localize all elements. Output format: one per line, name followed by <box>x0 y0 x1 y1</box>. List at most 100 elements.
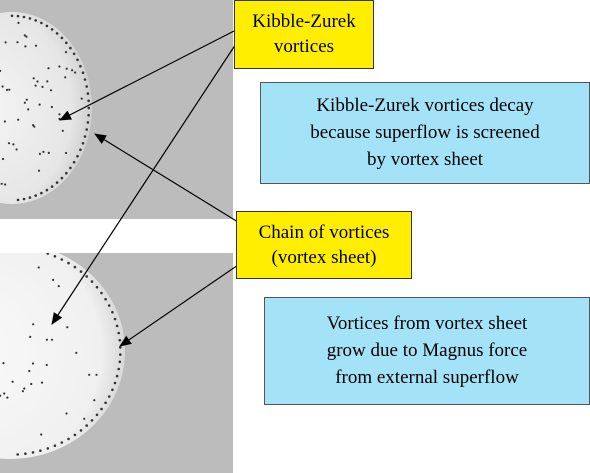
vortex-dot <box>90 419 94 422</box>
vortex-dot <box>4 41 7 44</box>
vortex-dot <box>119 346 122 349</box>
kibble-zurek-label-line-1: Kibble-Zurek <box>252 11 356 32</box>
vortex-dot <box>36 80 39 83</box>
vortex-dot <box>4 183 7 186</box>
vortex-dot <box>38 103 41 106</box>
vortex-dot <box>12 143 15 146</box>
vortex-dot <box>65 67 68 70</box>
vortex-dot <box>66 326 69 329</box>
vortex-dot <box>40 381 44 384</box>
vortex-dot <box>22 197 26 201</box>
vortex-dot <box>29 335 32 338</box>
vortex-dot <box>50 105 54 109</box>
vortex-dot <box>42 150 45 153</box>
vortex-dot <box>60 258 64 261</box>
vortex-dot <box>95 413 99 417</box>
vortex-dot <box>64 51 68 54</box>
vortex-dot <box>83 417 86 420</box>
vortex-dot <box>1 85 4 88</box>
vortex-dot <box>85 275 88 278</box>
vortex-dot <box>76 58 79 62</box>
vortex-dot <box>34 44 38 47</box>
vortex-dot <box>65 41 68 45</box>
vortex-dot <box>40 433 43 436</box>
vortex-dot <box>87 113 90 117</box>
vortex-dot <box>11 380 14 383</box>
vortex-dot <box>100 407 103 411</box>
vortex-dot <box>16 14 20 18</box>
vortex-dot <box>79 270 83 273</box>
vortex-dot <box>41 85 44 88</box>
vortex-dot <box>65 171 68 175</box>
vortex-dot <box>8 88 11 91</box>
vortex-dot <box>46 253 50 255</box>
vortex-dot <box>88 373 91 376</box>
vortex-dot <box>69 166 72 170</box>
vortex-dot <box>3 120 6 123</box>
vortex-dot <box>64 76 67 79</box>
vortex-dot <box>95 285 99 289</box>
vortex-dot <box>45 24 49 28</box>
vortex-dot <box>72 160 76 164</box>
vortex-dot <box>58 65 61 68</box>
vortex-dot <box>15 148 18 151</box>
vortex-dot <box>85 128 88 131</box>
vortex-dot <box>46 80 49 83</box>
vortex-dot <box>76 154 79 158</box>
vortex-dot <box>34 19 37 22</box>
vortex-dot <box>100 291 103 295</box>
decay-note-line-3: by vortex sheet <box>366 149 484 170</box>
vortex-dot <box>119 353 122 356</box>
vortex-chain-label: Chain of vortices (vortex sheet) <box>236 211 412 279</box>
vortex-dot <box>1 157 5 161</box>
vortex-dot <box>37 169 41 172</box>
decay-note-line-1: Kibble-Zurek vortices decay <box>316 95 534 116</box>
vortex-dot <box>85 85 88 88</box>
vortex-dot <box>57 285 60 288</box>
vortex-dot <box>67 261 70 265</box>
kibble-zurek-label-line-2: vortices <box>273 36 335 57</box>
arrow-chain-to-bottom <box>119 264 239 347</box>
vortex-dot <box>49 89 53 92</box>
growth-note: Vortices from vortex sheet grow due to M… <box>264 297 590 405</box>
simulation-panel-top <box>0 0 233 219</box>
vortex-dot <box>113 381 117 385</box>
vortex-dot <box>17 21 20 24</box>
vortex-dot <box>24 45 27 48</box>
vortex-dot <box>113 317 117 321</box>
vortex-dot <box>111 388 114 392</box>
vortex-dot <box>47 67 50 70</box>
vortex-dot <box>111 310 114 314</box>
vortex-dot <box>115 374 119 378</box>
simulation-image-bottom <box>0 253 233 473</box>
vortex-dot <box>80 97 83 100</box>
growth-note-line-1: Vortices from vortex sheet <box>326 313 528 334</box>
vortex-dot <box>55 32 59 35</box>
vortex-dot <box>79 148 82 152</box>
simulation-image-top <box>0 0 233 219</box>
vortex-dot <box>64 151 68 155</box>
vortex-dot <box>28 17 32 20</box>
vortex-dot <box>86 121 90 124</box>
vortex-dot <box>73 265 77 269</box>
vortex-chain-label-line-2: (vortex sheet) <box>271 247 377 268</box>
vortex-dot <box>81 71 85 74</box>
simulation-panel-bottom <box>0 253 233 473</box>
vortex-dot <box>23 387 26 390</box>
vortex-dot <box>0 69 2 72</box>
kibble-zurek-label: Kibble-Zurek vortices <box>234 0 374 69</box>
vortex-dot <box>55 181 59 184</box>
vortex-dot <box>27 108 30 111</box>
vortex-dot <box>23 34 26 37</box>
vortex-dot <box>104 401 107 405</box>
vortex-dot <box>31 124 35 127</box>
growth-note-line-2: grow due to Magnus force <box>326 340 528 361</box>
vortex-dot <box>83 78 87 81</box>
vortex-dot <box>31 362 35 365</box>
decay-note: Kibble-Zurek vortices decay because supe… <box>260 82 590 184</box>
vortex-dot <box>107 304 111 307</box>
vortex-dot <box>52 278 55 281</box>
vortex-dot <box>117 331 120 335</box>
vortex-dot <box>107 395 111 398</box>
